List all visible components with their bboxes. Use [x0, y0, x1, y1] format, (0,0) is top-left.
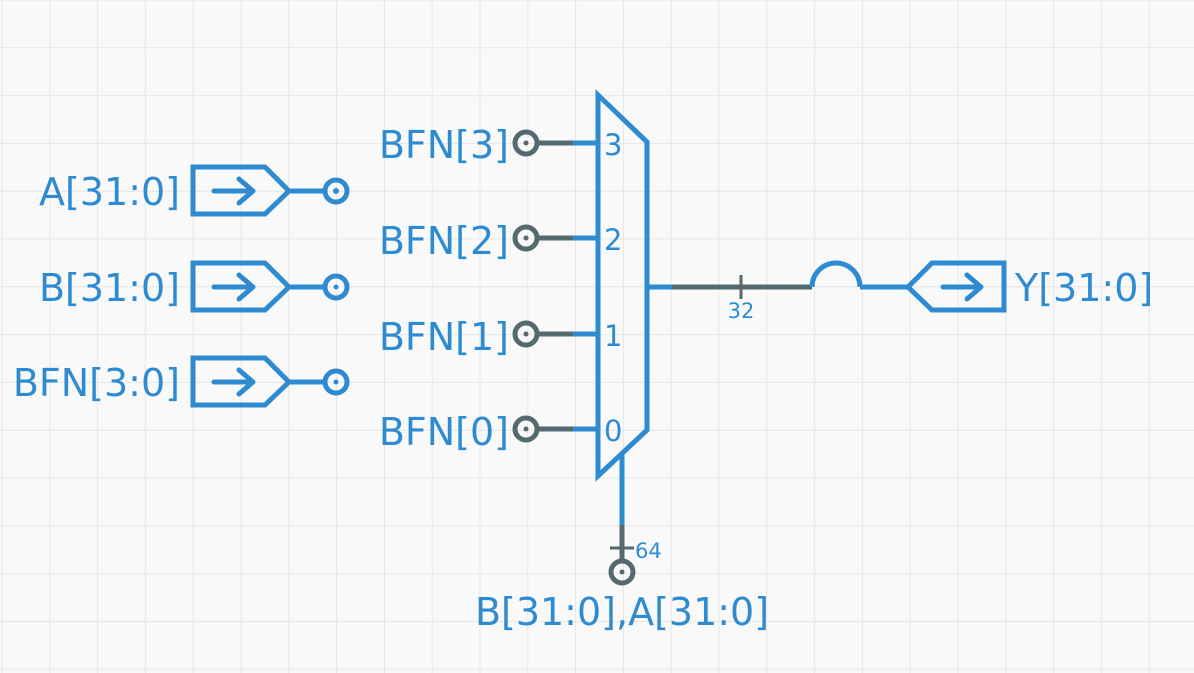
input-label-bfn: BFN[3:0] — [13, 361, 180, 405]
input-port-bfn[interactable]: BFN[3:0] — [13, 355, 350, 408]
pin-connector[interactable] — [322, 273, 350, 301]
input-port-a[interactable]: A[31:0] — [39, 164, 350, 217]
pin-number-0: 0 — [604, 414, 622, 448]
pin-number-3: 3 — [604, 128, 622, 162]
input-port-b[interactable]: B[31:0] — [39, 260, 350, 313]
arrow-right-icon — [211, 176, 256, 206]
mux-select-1[interactable]: BFN[1] 1 — [379, 315, 623, 359]
mux-select-3[interactable]: BFN[3] 3 — [379, 123, 623, 167]
output-wire[interactable]: 32 — [647, 260, 908, 323]
mux-select-2[interactable]: BFN[2] 2 — [379, 219, 623, 263]
arrow-right-icon — [211, 367, 256, 397]
bus-width-64: 64 — [635, 539, 662, 563]
select-label-3: BFN[3] — [379, 123, 509, 167]
select-label-0: BFN[0] — [379, 410, 509, 454]
mux-body[interactable] — [595, 89, 650, 482]
pin-connector[interactable] — [322, 368, 350, 396]
output-port-y[interactable]: Y[31:0] — [904, 260, 1153, 313]
mux-select-0[interactable]: BFN[0] 0 — [379, 410, 623, 454]
select-label-1: BFN[1] — [379, 315, 509, 359]
mux-data-input[interactable]: 64 B[31:0],A[31:0] — [475, 453, 769, 634]
arrow-right-icon — [211, 272, 256, 302]
pin-connector[interactable] — [322, 177, 350, 205]
arrow-right-icon — [940, 272, 984, 302]
bus-width-32: 32 — [728, 299, 755, 323]
pin-number-2: 2 — [604, 223, 622, 257]
select-label-2: BFN[2] — [379, 219, 509, 263]
input-label-a: A[31:0] — [39, 170, 180, 214]
pin-number-1: 1 — [604, 319, 622, 353]
wire-crossover-hop — [809, 260, 863, 288]
output-label-y: Y[31:0] — [1014, 266, 1153, 310]
data-input-label: B[31:0],A[31:0] — [475, 590, 769, 634]
input-label-b: B[31:0] — [39, 266, 180, 310]
